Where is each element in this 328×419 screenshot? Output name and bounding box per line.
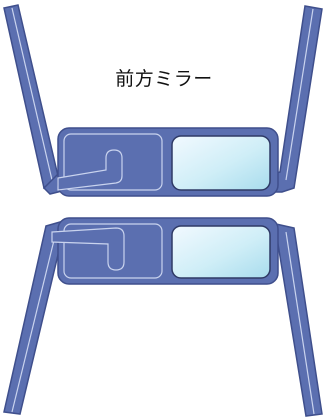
upper-left-arm (3, 4, 59, 190)
lower-mirror-unit (3, 217, 323, 417)
upper-mirror-bracket (57, 149, 123, 191)
upper-mirror-unit (3, 4, 323, 197)
mirror-title-label: 前方ミラー (115, 68, 213, 90)
upper-left-arm-highlight (11, 7, 53, 181)
lower-mirror-glass (171, 225, 271, 279)
lower-right-arm-highlight (285, 231, 315, 415)
lower-left-arm-highlight (11, 231, 57, 413)
upper-right-arm (271, 5, 323, 193)
lower-mirror-bracket (51, 227, 125, 271)
upper-mirror-glass (171, 135, 271, 191)
upper-right-arm-highlight (285, 8, 314, 181)
